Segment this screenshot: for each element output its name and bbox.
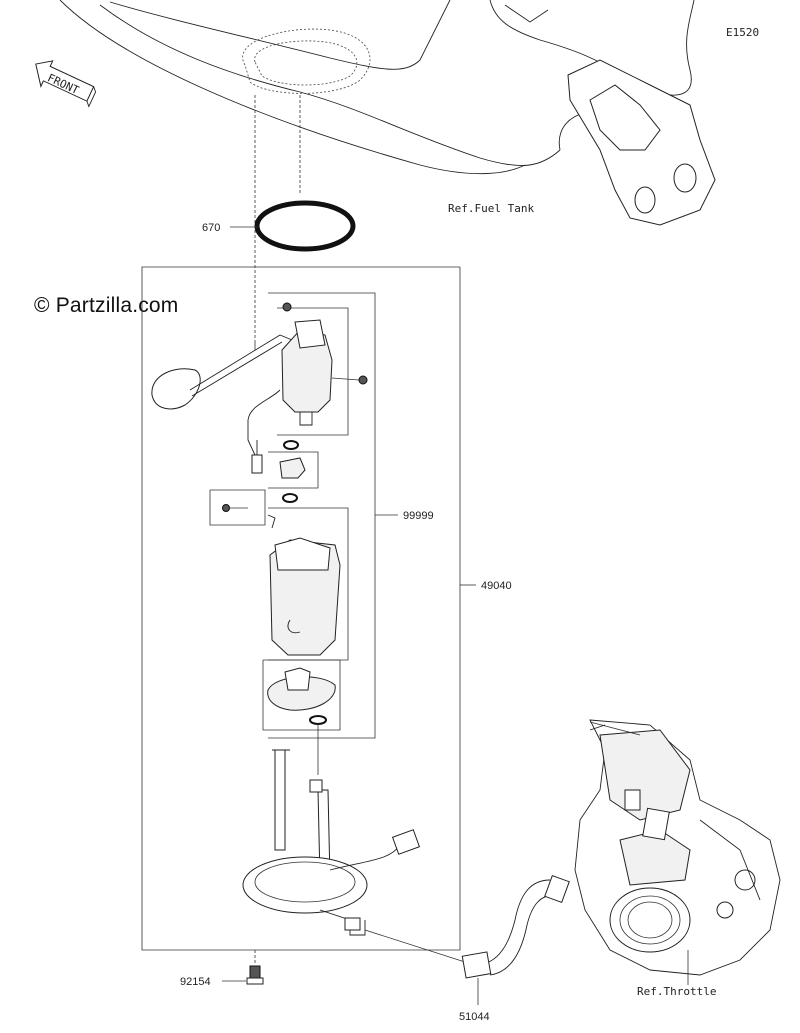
tank-bracket: [567, 59, 716, 226]
front-arrow-icon: [35, 60, 97, 108]
throttle-body: [574, 719, 781, 976]
fuel-pump-body: [269, 537, 341, 656]
fuel-filter: [267, 667, 336, 711]
fuel-level-sender: [151, 334, 293, 456]
part-51044-label: 51044: [459, 1011, 490, 1023]
pump-base: [242, 749, 421, 936]
part-99999-label: 99999: [403, 510, 434, 522]
part-670-label: 670: [202, 222, 220, 234]
bolt-92154: [246, 340, 264, 985]
ref-fuel-tank-label: Ref.Fuel Tank: [448, 202, 534, 215]
part-92154-label: 92154: [180, 976, 211, 988]
ref-throttle-label: Ref.Throttle: [637, 985, 716, 998]
regulator: [279, 457, 306, 479]
part-49040-label: 49040: [481, 580, 512, 592]
tank-opening: [242, 28, 371, 94]
sender-connector: [251, 440, 263, 474]
o-ring-670: [254, 200, 356, 252]
diagram-code: E1520: [726, 26, 759, 39]
fuel-hose-51044: [461, 874, 570, 979]
pump-head-upper: [281, 302, 368, 426]
